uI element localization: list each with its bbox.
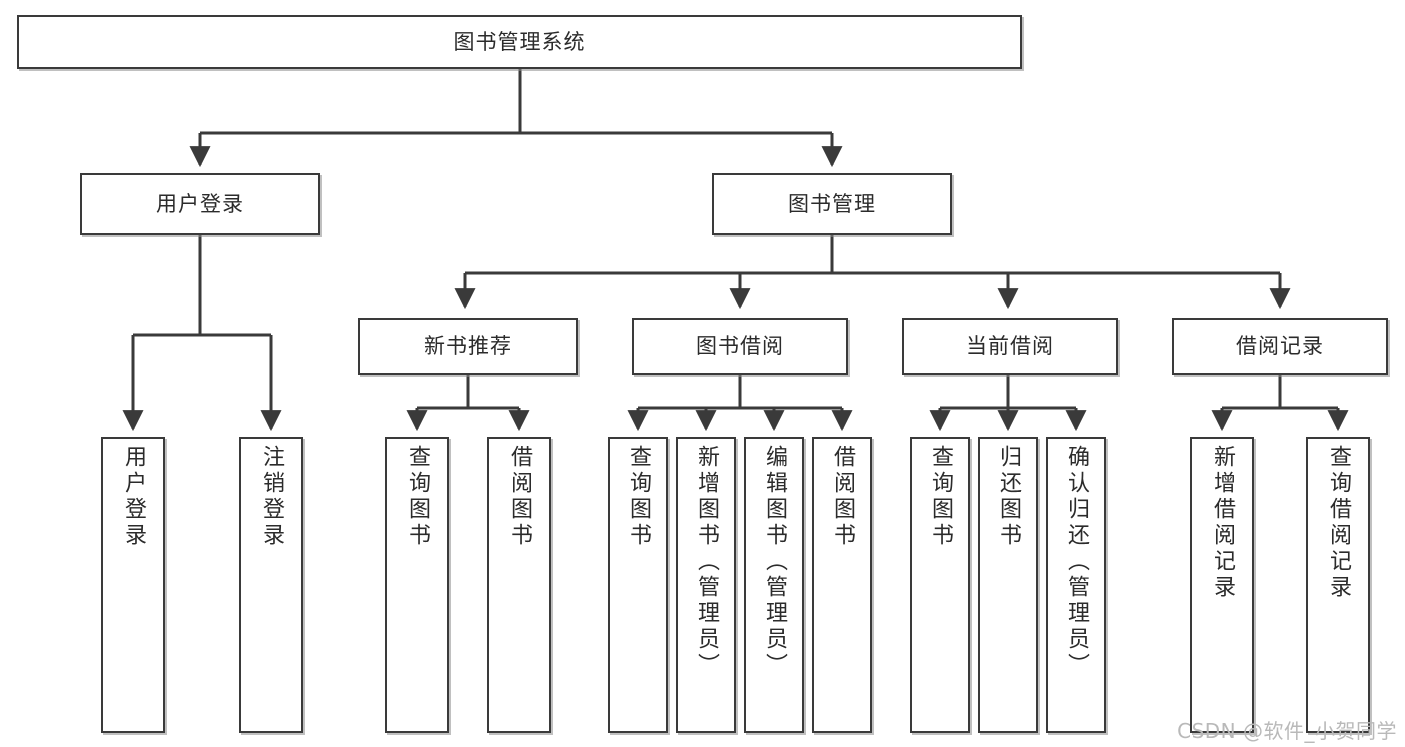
- leaf-currentborrow-confirm-return-label: 确认归还（管理员）: [1064, 445, 1089, 679]
- leaf-newbook-borrow-book[interactable]: 借阅图书: [487, 437, 551, 733]
- leaf-user-login-label: 用户登录: [121, 445, 146, 549]
- leaf-currentborrow-return-book[interactable]: 归还图书: [978, 437, 1038, 733]
- leaf-newbook-query-book-label: 查询图书: [405, 445, 430, 549]
- leaf-logout[interactable]: 注销登录: [239, 437, 303, 733]
- node-root-system[interactable]: 图书管理系统: [17, 15, 1022, 69]
- node-user-login-label: 用户登录: [156, 191, 244, 216]
- leaf-bookborrow-add-book-label: 新增图书（管理员）: [694, 445, 719, 679]
- leaf-borrowrecord-query-record-label: 查询借阅记录: [1326, 445, 1351, 601]
- node-new-book-recommend[interactable]: 新书推荐: [358, 318, 578, 375]
- leaf-bookborrow-borrow-book-label: 借阅图书: [830, 445, 855, 549]
- node-current-borrow[interactable]: 当前借阅: [902, 318, 1118, 375]
- leaf-borrowrecord-add-record[interactable]: 新增借阅记录: [1190, 437, 1254, 733]
- leaf-bookborrow-query-book-label: 查询图书: [626, 445, 651, 549]
- leaf-bookborrow-borrow-book[interactable]: 借阅图书: [812, 437, 872, 733]
- node-book-management[interactable]: 图书管理: [712, 173, 952, 235]
- node-root-system-label: 图书管理系统: [453, 29, 586, 54]
- leaf-bookborrow-edit-book[interactable]: 编辑图书（管理员）: [744, 437, 804, 733]
- leaf-bookborrow-query-book[interactable]: 查询图书: [608, 437, 668, 733]
- leaf-borrowrecord-query-record[interactable]: 查询借阅记录: [1306, 437, 1370, 733]
- node-borrow-record-label: 借阅记录: [1236, 334, 1324, 359]
- leaf-logout-label: 注销登录: [259, 445, 284, 549]
- leaf-newbook-query-book[interactable]: 查询图书: [385, 437, 449, 733]
- node-new-book-recommend-label: 新书推荐: [424, 334, 512, 359]
- node-user-login[interactable]: 用户登录: [80, 173, 320, 235]
- leaf-currentborrow-return-book-label: 归还图书: [996, 445, 1021, 549]
- node-book-management-label: 图书管理: [788, 191, 876, 216]
- node-book-borrow[interactable]: 图书借阅: [632, 318, 848, 375]
- leaf-borrowrecord-add-record-label: 新增借阅记录: [1210, 445, 1235, 601]
- node-borrow-record[interactable]: 借阅记录: [1172, 318, 1388, 375]
- leaf-newbook-borrow-book-label: 借阅图书: [507, 445, 532, 549]
- leaf-currentborrow-query-book-label: 查询图书: [928, 445, 953, 549]
- leaf-currentborrow-query-book[interactable]: 查询图书: [910, 437, 970, 733]
- node-current-borrow-label: 当前借阅: [966, 334, 1054, 359]
- node-book-borrow-label: 图书借阅: [696, 334, 784, 359]
- leaf-currentborrow-confirm-return[interactable]: 确认归还（管理员）: [1046, 437, 1106, 733]
- leaf-user-login[interactable]: 用户登录: [101, 437, 165, 733]
- leaf-bookborrow-edit-book-label: 编辑图书（管理员）: [762, 445, 787, 679]
- leaf-bookborrow-add-book[interactable]: 新增图书（管理员）: [676, 437, 736, 733]
